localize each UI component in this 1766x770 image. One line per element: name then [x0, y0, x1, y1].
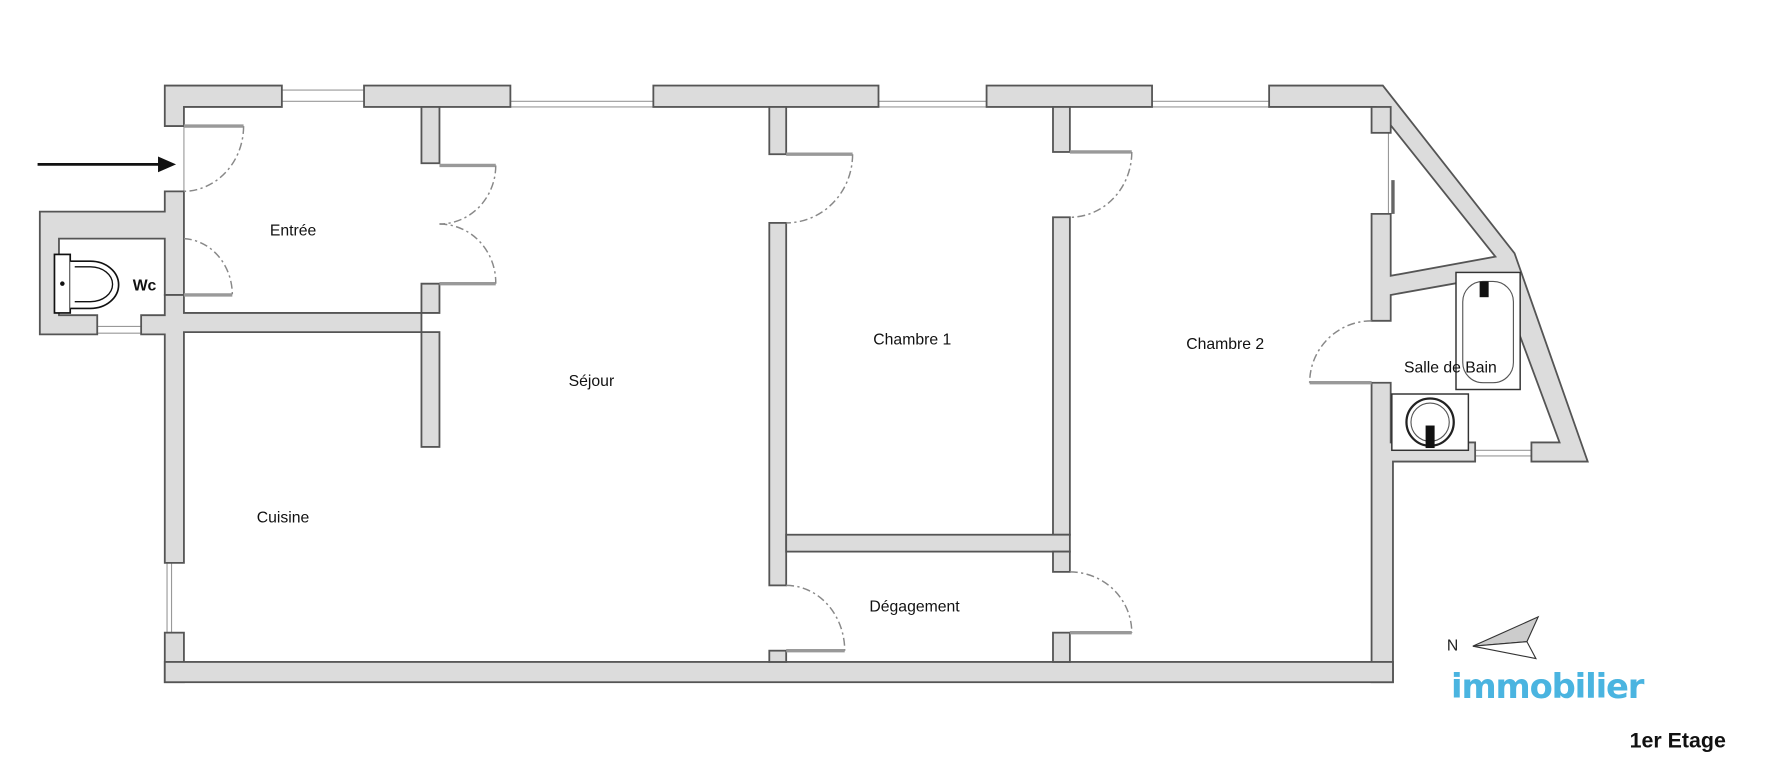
compass-icon — [1472, 615, 1540, 660]
floor-label: 1er Etage — [1630, 728, 1726, 752]
doors — [183, 124, 1372, 653]
sink-icon — [1391, 393, 1470, 452]
room-label-wc: Wc — [133, 277, 157, 294]
windows — [97, 89, 1532, 633]
room-label-degagement: Dégagement — [869, 598, 960, 615]
room-label-chambre1: Chambre 1 — [873, 331, 951, 348]
room-label-sejour: Séjour — [569, 373, 615, 390]
room-label-chambre2: Chambre 2 — [1186, 336, 1264, 353]
room-label-salle-de-bain: Salle de Bain — [1404, 360, 1497, 377]
logo-text: immobilier — [1451, 667, 1645, 706]
room-label-entree: Entrée — [270, 222, 317, 239]
compass-north-label: N — [1447, 638, 1458, 655]
bathtub-icon — [1455, 271, 1521, 391]
entry-arrow-icon — [37, 156, 177, 173]
room-label-cuisine: Cuisine — [257, 509, 310, 526]
toilet-icon — [53, 253, 120, 314]
walls — [38, 84, 1589, 684]
